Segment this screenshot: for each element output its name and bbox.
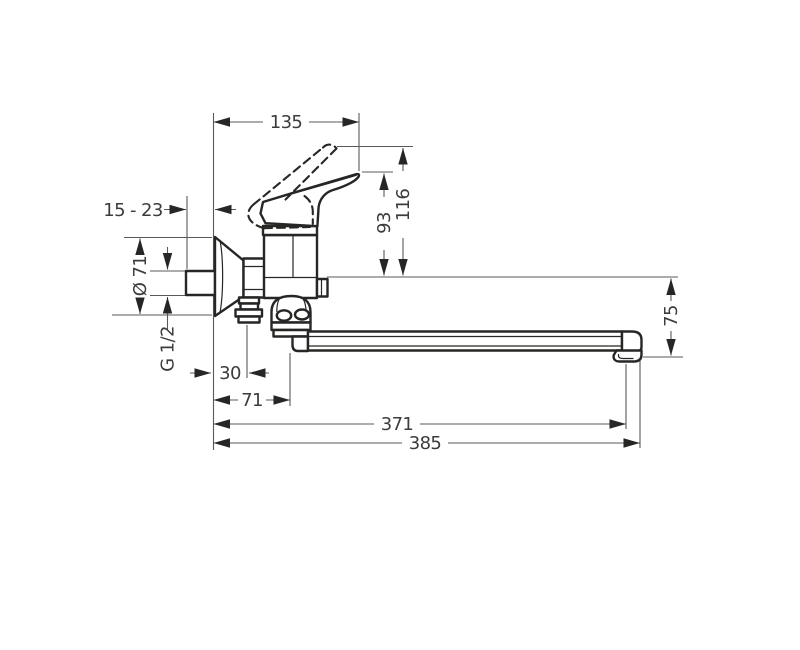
valve-body xyxy=(262,233,319,300)
faucet-drawing xyxy=(184,143,643,363)
diverter-knob xyxy=(315,277,329,298)
swivel-dome-facet-left xyxy=(276,297,281,313)
dim-label-thread-g12: G 1/2 xyxy=(158,326,179,372)
dimension-93 xyxy=(362,171,393,276)
swivel-nut-recess-left xyxy=(275,309,293,322)
escutcheon-profile-line xyxy=(219,239,224,314)
swivel-nut-recess-right xyxy=(293,308,311,321)
spout-end-cap xyxy=(620,330,643,354)
cartridge-cap xyxy=(261,224,319,237)
dim-label-135: 135 xyxy=(270,112,303,133)
dim-label-15-23: 15 - 23 xyxy=(103,200,163,221)
outlet-port-tip xyxy=(237,315,261,324)
dimension-30 xyxy=(190,325,269,378)
dim-label-385: 385 xyxy=(409,433,442,454)
dim-label-93: 93 xyxy=(374,212,395,234)
dim-label-116: 116 xyxy=(393,189,414,222)
handle-raised-dashed xyxy=(247,143,338,230)
label-gap-71 xyxy=(238,392,266,408)
label-gap-371 xyxy=(374,416,420,432)
label-gap-135 xyxy=(263,114,309,130)
label-gap-385 xyxy=(402,435,448,451)
dimension-diameter-71 xyxy=(112,236,212,316)
spout-outlet-nozzle xyxy=(612,349,643,363)
dimension-116 xyxy=(337,145,413,276)
handle-lever-blade-line xyxy=(268,174,357,201)
dim-label-30: 30 xyxy=(219,363,241,384)
spout-outlet-nozzle-line xyxy=(617,353,634,360)
spout-left-end xyxy=(291,335,310,353)
dim-label-71: 71 xyxy=(241,390,263,411)
dimension-15-23 xyxy=(164,196,236,269)
dimension-labels: 135 15 - 23 Ø 71 G 1/2 93 116 75 30 71 3… xyxy=(103,112,682,454)
union-nut xyxy=(242,257,266,299)
dim-label-diameter-71: Ø 71 xyxy=(130,256,151,296)
dimension-75 xyxy=(643,278,683,358)
dim-label-371: 371 xyxy=(381,414,414,435)
dimension-thread-g12 xyxy=(150,247,185,330)
dim-label-75: 75 xyxy=(661,305,682,327)
spout-tube xyxy=(306,330,624,352)
inlet-stub xyxy=(184,269,217,297)
